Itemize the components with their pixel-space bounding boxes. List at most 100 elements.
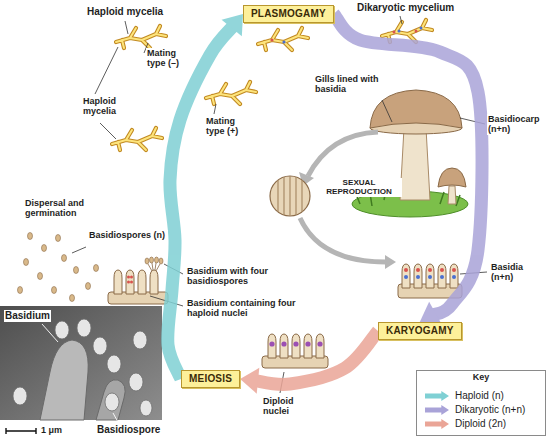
spore-basidia: [108, 257, 168, 304]
process-box: KARYOGAMY: [378, 322, 462, 340]
mushroom: [370, 90, 462, 128]
dikaryotic-basidia: [440, 275, 444, 279]
haploid-mycelium: [116, 26, 166, 48]
mushroom: [352, 90, 468, 217]
dikaryotic-basidia: [428, 275, 432, 279]
spore-basidia: [159, 258, 163, 264]
sem-photo: [107, 355, 121, 373]
part-label: Gills lined with basidia: [314, 74, 382, 95]
part-label: Basidium with four basidiospores: [186, 266, 300, 287]
sem-photo: [140, 400, 152, 416]
diploid-basidia: [281, 341, 286, 346]
dikaryotic-mycelium: [393, 31, 396, 34]
dispersed-spores: [70, 295, 75, 302]
spore-basidia: [127, 276, 130, 279]
sem-photo: [105, 393, 119, 411]
leader-lines: [95, 47, 118, 94]
spore-basidia: [114, 270, 122, 294]
diploid-basidia: [262, 334, 328, 368]
arrow-head: [240, 368, 259, 394]
legend-row: Haploid (n): [425, 390, 543, 402]
dikaryotic-basidia: [428, 268, 432, 272]
part-label: Dikaryotic mycelium: [356, 2, 455, 14]
haploid-mycelium: [206, 82, 256, 104]
part-label: Basidia (n+n): [490, 262, 542, 283]
dispersed-spores: [38, 273, 43, 280]
gill-magnifier: [308, 132, 378, 176]
cycle-arrow: [334, 14, 482, 325]
diploid-basidia: [269, 341, 274, 346]
dikaryotic-mycelium: [398, 30, 401, 33]
leader-lines: [42, 324, 58, 342]
dikaryotic-basidia: [414, 264, 422, 288]
spore-basidia: [127, 281, 130, 284]
legend-swatch: [425, 419, 449, 429]
spore-basidia: [155, 257, 159, 263]
leader-lines: [125, 21, 128, 34]
part-label: Basidiocarp (n+n): [487, 114, 549, 135]
process-box: MEIOSIS: [181, 370, 240, 388]
dikaryotic-basidia: [426, 264, 434, 288]
dikaryotic-basidia: [398, 264, 462, 298]
sem-photo: [55, 321, 69, 339]
dikaryotic-basidia: [402, 264, 410, 288]
dikaryotic-basidia: [416, 275, 420, 279]
dikaryotic-basidia: [416, 268, 420, 272]
dispersed-spores: [86, 283, 91, 290]
part-label: Dispersal and germination: [24, 198, 102, 219]
legend-row: Dikaryotic (n+n): [425, 404, 543, 416]
part-label: Haploid mycelia: [82, 96, 130, 117]
process-label: MEIOSIS: [189, 373, 232, 385]
legend-text: Haploid (n): [455, 390, 504, 402]
dispersed-spores: [28, 233, 33, 240]
dikaryotic-basidia: [404, 275, 408, 279]
spore-basidia: [138, 270, 146, 294]
arrow-band: [334, 14, 482, 315]
fusing-mycelium: [258, 28, 308, 50]
cycle-arrow: [240, 331, 378, 394]
spore-basidia: [145, 258, 149, 264]
diploid-basidia: [316, 334, 324, 358]
dikaryotic-mycelium: [420, 27, 423, 30]
part-label: Haploid mycelia: [86, 6, 164, 18]
arrow-head: [222, 14, 243, 36]
spore-basidia: [148, 263, 160, 271]
dikaryotic-basidia: [440, 268, 444, 272]
sem-photo: [93, 337, 107, 355]
leader-lines: [113, 413, 118, 422]
sem-photo: [96, 380, 125, 420]
leader-lines: [42, 16, 487, 422]
spore-basidia: [130, 281, 133, 284]
part-label: Basidium containing four haploid nuclei: [186, 298, 300, 319]
leader-lines: [382, 100, 392, 122]
legend-swatch: [425, 405, 449, 415]
diploid-basidia: [317, 341, 322, 346]
leader-lines: [214, 104, 216, 114]
mushroom: [400, 128, 430, 200]
scale-bar: [6, 428, 36, 434]
diploid-basidia: [292, 334, 300, 358]
leader-lines: [400, 16, 402, 24]
haploid-mycelium: [112, 128, 162, 150]
stage-label: SEXUAL REPRODUCTION: [316, 178, 402, 197]
part-label: Mating type (+): [205, 116, 253, 137]
gill-magnifier: [385, 255, 396, 269]
gill-magnifier: [270, 176, 310, 216]
dispersed-spores: [18, 287, 23, 294]
sem-photo: [77, 319, 91, 337]
part-label: Basidiospores (n): [88, 230, 168, 240]
mushroom: [448, 186, 456, 204]
spore-basidia: [150, 270, 158, 294]
haploid-mycelium: [116, 26, 166, 48]
sem-photo: [13, 319, 152, 416]
legend-title: Key: [417, 372, 545, 382]
sem-photo: [133, 331, 147, 349]
spore-basidia: [150, 257, 154, 263]
haploid-mycelium: [206, 82, 256, 104]
dikaryotic-basidia: [438, 264, 446, 288]
process-label: KARYOGAMY: [386, 325, 454, 337]
mushroom: [438, 168, 466, 187]
arrow-band: [254, 331, 378, 384]
part-label: Diploid nuclei: [262, 396, 316, 417]
